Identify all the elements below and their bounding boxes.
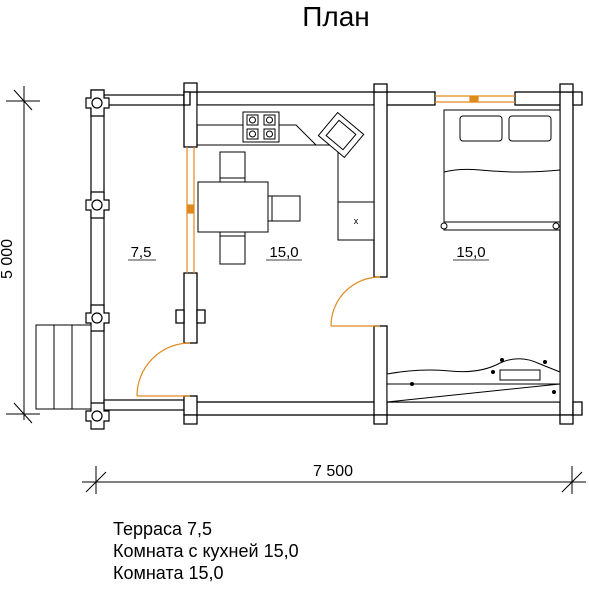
stove-icon: [242, 111, 280, 143]
width-dimension-label: 7 500: [313, 463, 353, 480]
dining-table: [197, 181, 269, 233]
plan-title: План: [302, 1, 370, 32]
log-walls: [183, 91, 574, 416]
window-kitchen: [186, 147, 195, 273]
legend-item-bedroom: Комната 15,0: [113, 563, 224, 583]
wall-junctions: [175, 82, 583, 425]
width-dimension: [82, 466, 586, 494]
wardrobe-icon: [386, 358, 561, 403]
legend-item-terrace: Терраса 7,5: [113, 519, 213, 539]
legend-item-kitchen-room: Комната с кухней 15,0: [113, 541, 299, 561]
room-area-kitchen: 15,0: [269, 244, 298, 261]
dining-chairs: [219, 151, 301, 265]
bed-icon: [440, 109, 561, 231]
window-bedroom: [435, 95, 515, 103]
door-entrance: [136, 342, 191, 397]
height-dimension-label: 5 000: [0, 239, 16, 279]
terrace-posts: [85, 89, 185, 430]
cabinet-icon: [337, 201, 375, 241]
room-area-terrace: 7,5: [131, 244, 152, 261]
entrance-steps: [35, 324, 92, 410]
room-area-bedroom: 15,0: [456, 244, 485, 261]
cabinet-mark: x: [354, 216, 359, 226]
height-dimension: [6, 86, 40, 424]
sink-icon: [317, 111, 365, 159]
room-legend: Терраса 7,5 Комната с кухней 15,0 Комнат…: [113, 518, 299, 584]
door-bedroom: [330, 276, 381, 327]
